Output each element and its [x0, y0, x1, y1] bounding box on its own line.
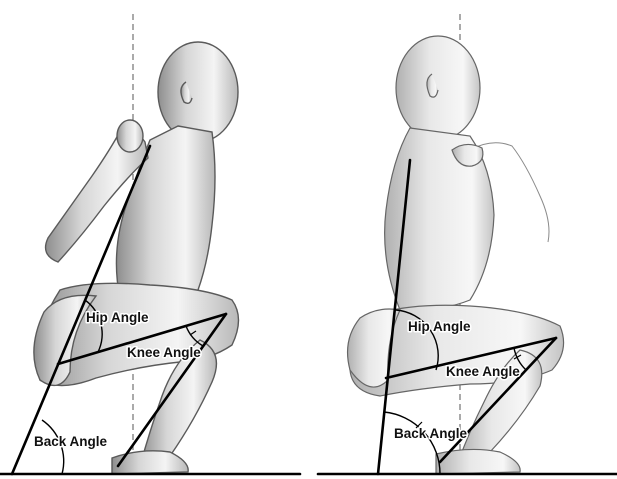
left-figure-head	[158, 42, 238, 142]
right-panel: Hip Angle Knee Angle Back Angle	[318, 14, 617, 474]
left-figure-hand	[117, 120, 143, 152]
left-panel: Hip Angle Knee Angle Back Angle	[0, 14, 300, 474]
left-figure-foot	[112, 451, 188, 474]
left-back-angle-label: Back Angle	[34, 434, 108, 449]
left-hip-angle-label: Hip Angle	[86, 310, 149, 325]
left-squat-figure	[34, 42, 239, 474]
right-knee-angle-label: Knee Angle	[446, 364, 520, 379]
right-back-angle-arc	[384, 412, 440, 474]
right-figure-head	[396, 36, 480, 140]
right-back-angle-label: Back Angle	[394, 426, 468, 441]
right-hip-angle-label: Hip Angle	[408, 319, 471, 334]
left-knee-angle-label: Knee Angle	[127, 345, 201, 360]
right-squat-figure	[348, 36, 564, 474]
